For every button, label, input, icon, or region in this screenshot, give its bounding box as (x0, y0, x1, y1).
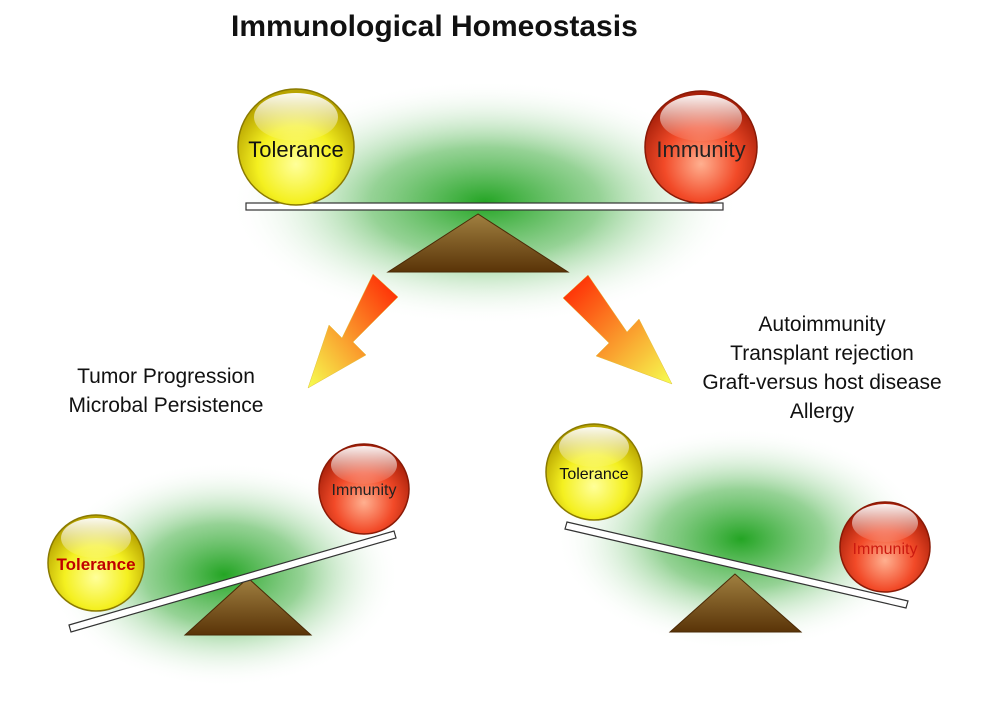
immunity-label-right: Immunity (853, 541, 918, 558)
outcome-list-left: Tumor Progression Microbal Persistence (52, 362, 280, 420)
tolerance-label-left: Tolerance (56, 555, 135, 574)
immunity-ball-right: Immunity (839, 501, 931, 593)
fulcrum-top (386, 213, 570, 273)
tolerance-label-top: Tolerance (248, 137, 343, 162)
page-title: Immunological Homeostasis (231, 10, 638, 43)
arrow-down-right (562, 274, 673, 385)
balance-top: Tolerance Immunity (230, 80, 758, 325)
immunity-label-top: Immunity (656, 137, 745, 162)
balance-right: Tolerance Immunity (545, 423, 931, 650)
outcome-transplant-rejection: Transplant rejection (730, 342, 914, 365)
immunity-ball-top: Immunity (644, 90, 758, 204)
beam-right (564, 521, 909, 609)
fulcrum-left (183, 577, 313, 636)
tolerance-ball-top: Tolerance (237, 88, 355, 206)
immunity-label-left: Immunity (332, 482, 397, 499)
outcome-graft-versus-host: Graft-versus host disease (702, 371, 942, 394)
fulcrum-right (668, 573, 803, 633)
arrow-down-left (307, 273, 399, 389)
immunity-ball-left: Immunity (318, 443, 410, 535)
outcome-tumor-progression: Tumor Progression (77, 365, 255, 388)
tolerance-label-right: Tolerance (559, 466, 628, 483)
outcome-list-right: Autoimmunity Transplant rejection Graft-… (680, 310, 964, 426)
outcome-microbal-persistence: Microbal Persistence (68, 394, 264, 417)
tolerance-ball-left: Tolerance (47, 514, 145, 612)
balance-left: Tolerance Immunity (47, 443, 410, 687)
outcome-autoimmunity: Autoimmunity (758, 313, 886, 336)
beam-left (68, 530, 397, 633)
beam-top (245, 202, 724, 211)
outcome-allergy: Allergy (789, 400, 855, 423)
tolerance-ball-right: Tolerance (545, 423, 643, 521)
